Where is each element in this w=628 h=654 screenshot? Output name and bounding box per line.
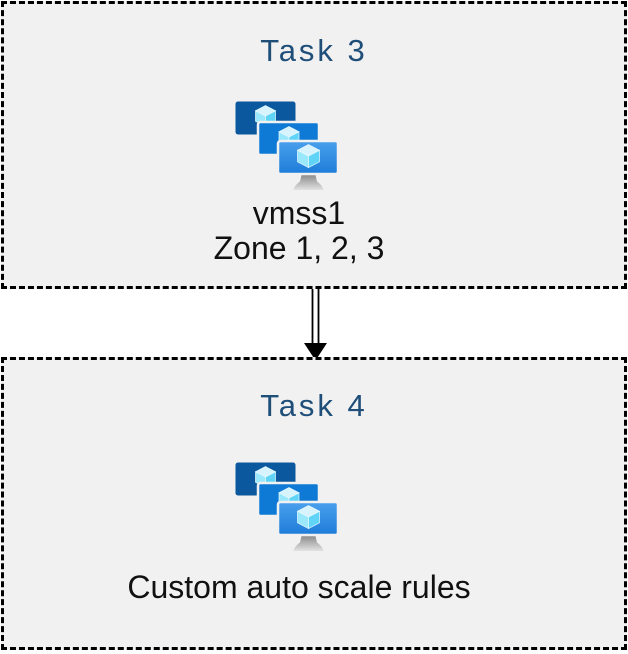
cube-front bbox=[296, 505, 321, 530]
vm-scale-set-icon bbox=[235, 101, 339, 190]
task3-title: Task 3 bbox=[260, 33, 368, 68]
monitor-stand bbox=[293, 536, 324, 551]
monitor-stand bbox=[293, 175, 324, 190]
autoscale-rules-label: Custom auto scale rules bbox=[127, 569, 471, 605]
task3-box: Task 3 bbox=[1, 1, 627, 289]
vmss-name-label: vmss1 bbox=[252, 195, 346, 231]
screens-stack bbox=[235, 462, 339, 551]
vmss-zones-label: Zone 1, 2, 3 bbox=[213, 230, 385, 266]
task4-title: Task 4 bbox=[260, 388, 368, 423]
down-arrow-connector bbox=[304, 289, 327, 361]
arrowhead bbox=[304, 343, 327, 361]
vm-scale-set-icon bbox=[235, 462, 339, 551]
cube-front bbox=[296, 144, 321, 169]
screens-stack bbox=[235, 101, 339, 190]
task4-box: Task 4 bbox=[1, 357, 627, 650]
task4-caption: Custom auto scale rules bbox=[0, 570, 609, 605]
task3-caption: vmss1 Zone 1, 2, 3 bbox=[0, 196, 609, 266]
